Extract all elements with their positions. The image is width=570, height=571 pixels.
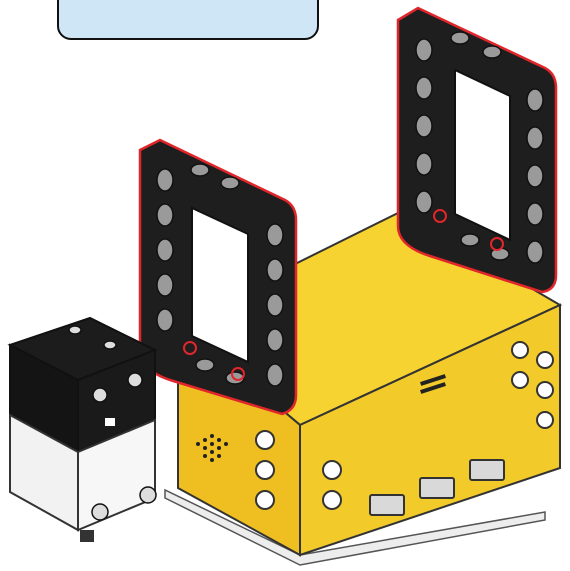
frame-left-icon [138,138,298,416]
frame-right-icon [396,6,558,294]
parts-callout [57,0,319,40]
base-plate [164,488,546,566]
sensor-cube-icon [7,316,158,542]
